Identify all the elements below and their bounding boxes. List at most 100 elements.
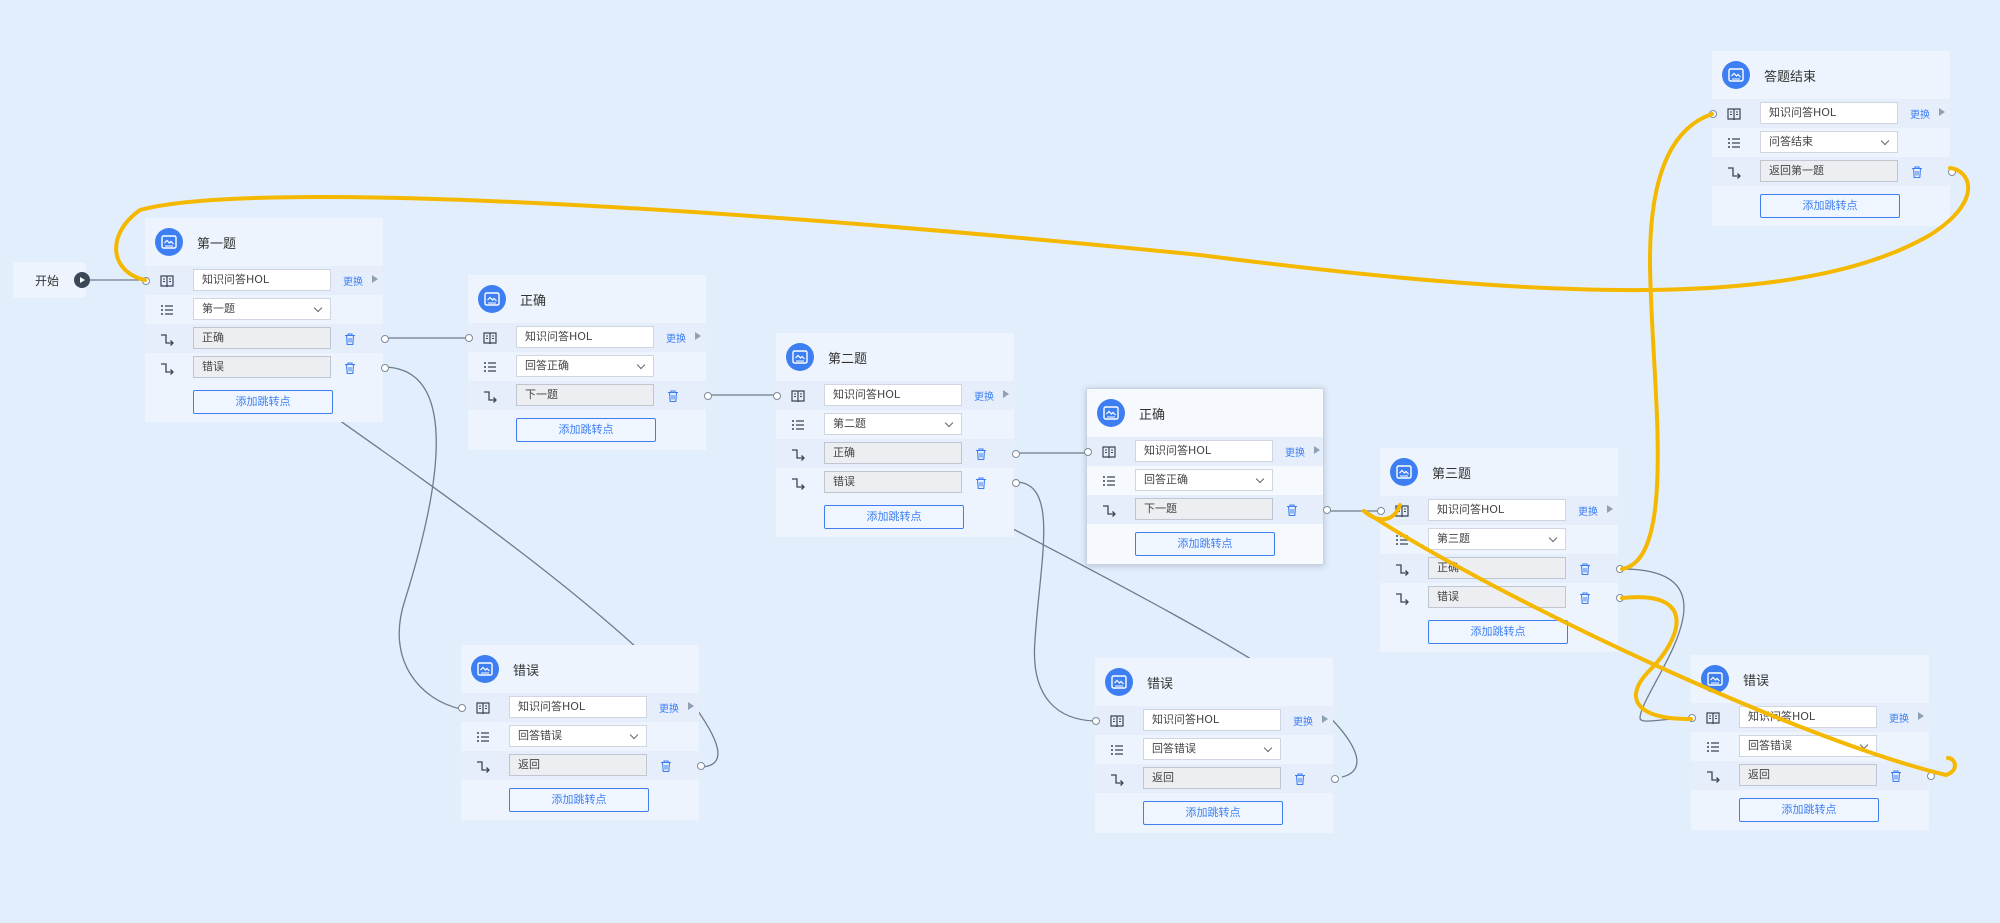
add-jump-button[interactable]: 添加跳转点: [193, 390, 333, 414]
output-port[interactable]: [1012, 450, 1020, 458]
change-link[interactable]: 更换: [974, 392, 994, 403]
output-port[interactable]: [381, 364, 389, 372]
question-select[interactable]: 回答错误: [509, 725, 647, 747]
delete-icon[interactable]: [1910, 164, 1924, 179]
output-port[interactable]: [1927, 772, 1935, 780]
knowledge-base-field[interactable]: 知识问答HOL: [1739, 706, 1877, 728]
add-jump-button[interactable]: 添加跳转点: [1760, 194, 1900, 218]
expand-arrow-icon[interactable]: [1607, 505, 1613, 513]
input-port[interactable]: [1377, 507, 1385, 515]
input-port[interactable]: [1688, 714, 1696, 722]
output-port[interactable]: [1948, 168, 1956, 176]
jump-point-field[interactable]: 正确: [824, 442, 962, 464]
input-port[interactable]: [1092, 717, 1100, 725]
delete-icon[interactable]: [1578, 561, 1592, 576]
change-link[interactable]: 更换: [1889, 714, 1909, 725]
expand-arrow-icon[interactable]: [688, 702, 694, 710]
expand-arrow-icon[interactable]: [1322, 715, 1328, 723]
add-jump-button[interactable]: 添加跳转点: [509, 788, 649, 812]
jump-point-field[interactable]: 错误: [193, 356, 331, 378]
start-node[interactable]: 开始: [13, 262, 86, 298]
output-port[interactable]: [1331, 775, 1339, 783]
knowledge-base-field[interactable]: 知识问答HOL: [509, 696, 647, 718]
question-select[interactable]: 回答正确: [516, 355, 654, 377]
delete-icon[interactable]: [974, 446, 988, 461]
input-port[interactable]: [1084, 448, 1092, 456]
delete-icon[interactable]: [1293, 771, 1307, 786]
question-select[interactable]: 第二题: [824, 413, 962, 435]
knowledge-base-field[interactable]: 知识问答HOL: [1760, 102, 1898, 124]
delete-icon[interactable]: [343, 331, 357, 346]
change-link[interactable]: 更换: [1285, 448, 1305, 459]
knowledge-base-field[interactable]: 知识问答HOL: [193, 269, 331, 291]
add-jump-button[interactable]: 添加跳转点: [1428, 620, 1568, 644]
input-port[interactable]: [458, 704, 466, 712]
expand-arrow-icon[interactable]: [1939, 108, 1945, 116]
expand-arrow-icon[interactable]: [1918, 712, 1924, 720]
change-link[interactable]: 更换: [659, 704, 679, 715]
output-port[interactable]: [1616, 565, 1624, 573]
question-select[interactable]: 回答正确: [1135, 469, 1273, 491]
jump-point-field[interactable]: 下一题: [1135, 498, 1273, 520]
input-port[interactable]: [773, 392, 781, 400]
knowledge-base-field[interactable]: 知识问答HOL: [516, 326, 654, 348]
question-select[interactable]: 问答结束: [1760, 131, 1898, 153]
jump-point-field[interactable]: 返回: [1739, 764, 1877, 786]
add-jump-button[interactable]: 添加跳转点: [824, 505, 964, 529]
jump-point-field[interactable]: 正确: [193, 327, 331, 349]
output-port[interactable]: [697, 762, 705, 770]
output-port[interactable]: [1323, 506, 1331, 514]
expand-arrow-icon[interactable]: [1314, 446, 1320, 454]
change-link[interactable]: 更换: [343, 277, 363, 288]
change-link[interactable]: 更换: [1578, 507, 1598, 518]
output-port[interactable]: [381, 335, 389, 343]
jump-point-field[interactable]: 错误: [1428, 586, 1566, 608]
delete-icon[interactable]: [1889, 768, 1903, 783]
jump-point-field[interactable]: 返回: [509, 754, 647, 776]
delete-icon[interactable]: [659, 758, 673, 773]
expand-arrow-icon[interactable]: [1003, 390, 1009, 398]
input-port[interactable]: [1709, 110, 1717, 118]
question-select[interactable]: 第一题: [193, 298, 331, 320]
jump-point-field[interactable]: 错误: [824, 471, 962, 493]
output-port[interactable]: [1616, 594, 1624, 602]
knowledge-base-field[interactable]: 知识问答HOL: [1428, 499, 1566, 521]
jump-point-field[interactable]: 正确: [1428, 557, 1566, 579]
delete-icon[interactable]: [974, 475, 988, 490]
expand-arrow-icon[interactable]: [695, 332, 701, 340]
output-port[interactable]: [704, 392, 712, 400]
delete-icon[interactable]: [1578, 590, 1592, 605]
jump-point-field[interactable]: 下一题: [516, 384, 654, 406]
question-select[interactable]: 回答错误: [1143, 738, 1281, 760]
knowledge-base-field[interactable]: 知识问答HOL: [1143, 709, 1281, 731]
add-jump-button[interactable]: 添加跳转点: [1135, 532, 1275, 556]
question-select[interactable]: 回答错误: [1739, 735, 1877, 757]
add-jump-button[interactable]: 添加跳转点: [516, 418, 656, 442]
question-select[interactable]: 第三题: [1428, 528, 1566, 550]
start-play-icon[interactable]: [74, 272, 90, 288]
jump-point-field[interactable]: 返回: [1143, 767, 1281, 789]
input-port[interactable]: [142, 277, 150, 285]
output-port[interactable]: [1012, 479, 1020, 487]
delete-icon[interactable]: [666, 388, 680, 403]
delete-icon[interactable]: [343, 360, 357, 375]
change-link[interactable]: 更换: [1910, 110, 1930, 121]
jump-point-field[interactable]: 返回第一题: [1760, 160, 1898, 182]
expand-arrow-icon[interactable]: [372, 275, 378, 283]
add-jump-button[interactable]: 添加跳转点: [1739, 798, 1879, 822]
change-link[interactable]: 更换: [666, 334, 686, 345]
change-link[interactable]: 更换: [1293, 717, 1313, 728]
knowledge-base-field[interactable]: 知识问答HOL: [824, 384, 962, 406]
knowledge-base-field[interactable]: 知识问答HOL: [1135, 440, 1273, 462]
add-jump-button[interactable]: 添加跳转点: [1143, 801, 1283, 825]
